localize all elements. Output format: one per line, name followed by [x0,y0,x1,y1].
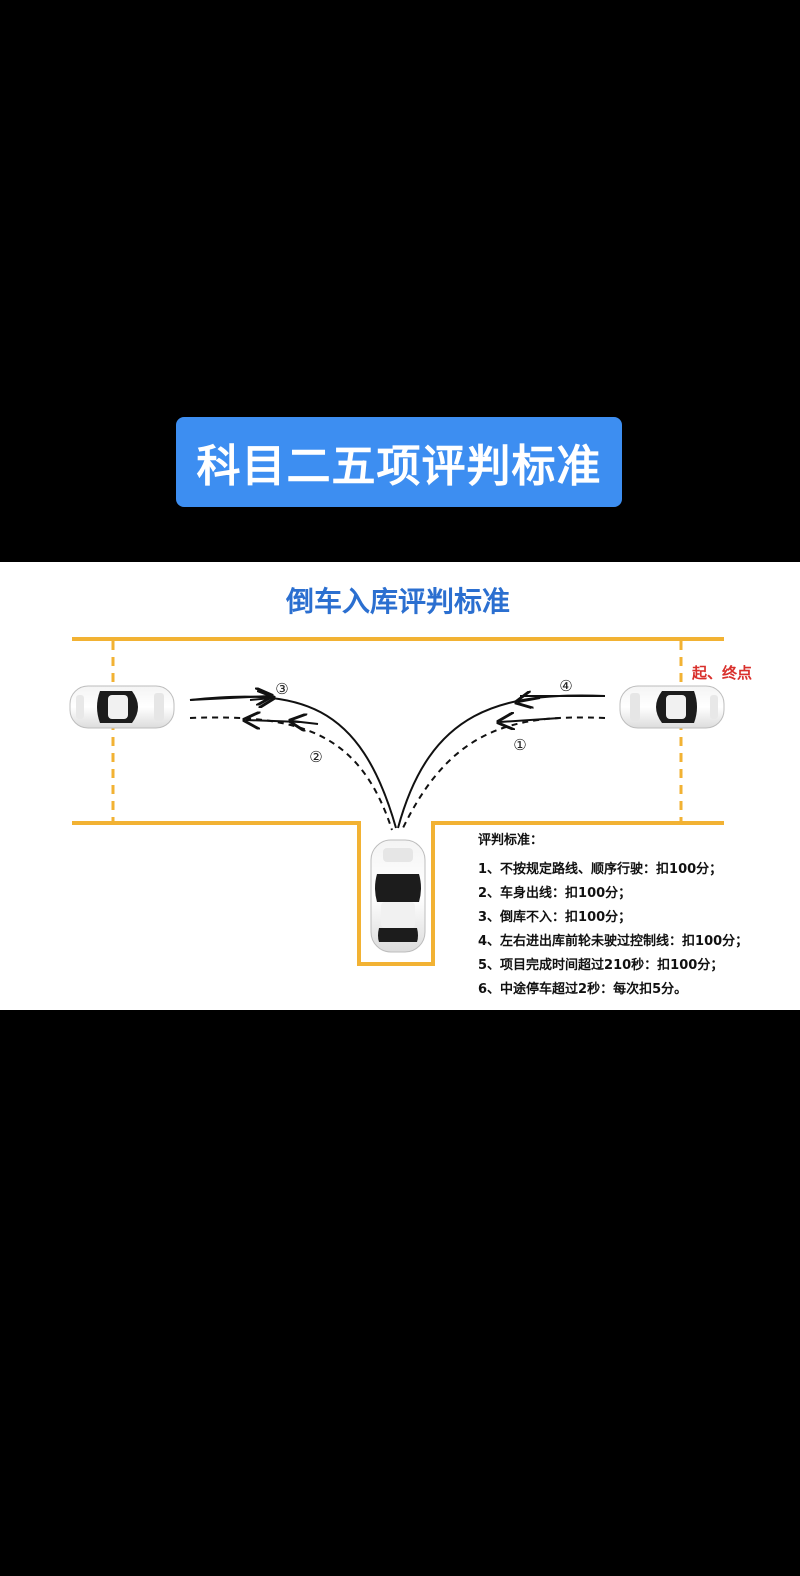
criteria-heading: 评判标准： [478,833,544,848]
path-marker-4: ④ [559,677,572,695]
path-marker-2: ② [309,748,322,766]
left-car-icon [69,685,175,729]
arrow-3 [189,696,270,700]
garage-outline [357,821,435,966]
arrow-2-head [292,721,319,724]
arrow-1 [500,718,561,722]
arrow-3-head [249,698,272,700]
criteria-item: 5、项目完成时间超过210秒：扣100分； [478,958,724,973]
reverse-parking-diagram: 倒车入库评判标准 [69,585,752,966]
criteria-item: 3、倒库不入：扣100分； [478,910,632,925]
criteria-item: 1、不按规定路线、顺序行驶：扣100分； [478,862,723,877]
start-end-label: 起、终点 [691,664,752,682]
criteria-item: 2、车身出线：扣100分； [478,886,632,901]
path-4-solid [397,694,606,829]
control-lines [111,641,683,821]
criteria-item: 4、左右进出库前轮未驶过控制线：扣100分； [478,934,749,949]
garage-car-icon [370,839,426,953]
diagram-title: 倒车入库评判标准 [285,585,510,618]
lane-lines [72,637,724,966]
title-badge: 科目二五项评判标准 [176,417,622,507]
path-marker-1: ① [513,736,526,754]
judging-criteria: 评判标准： 1、不按规定路线、顺序行驶：扣100分； 2、车身出线：扣100分；… [478,833,788,1002]
right-car-icon [619,685,725,729]
arrow-2 [246,720,301,722]
driving-paths [189,694,606,831]
path-1-dashed [401,716,606,831]
path-3-solid [189,695,397,829]
diagram-panel: 倒车入库评判标准 [0,562,800,1010]
criteria-item: 6、中途停车超过2秒：每次扣5分。 [478,982,688,997]
path-2-dashed [189,716,393,831]
arrow-4 [518,698,541,702]
path-marker-3: ③ [275,680,288,698]
